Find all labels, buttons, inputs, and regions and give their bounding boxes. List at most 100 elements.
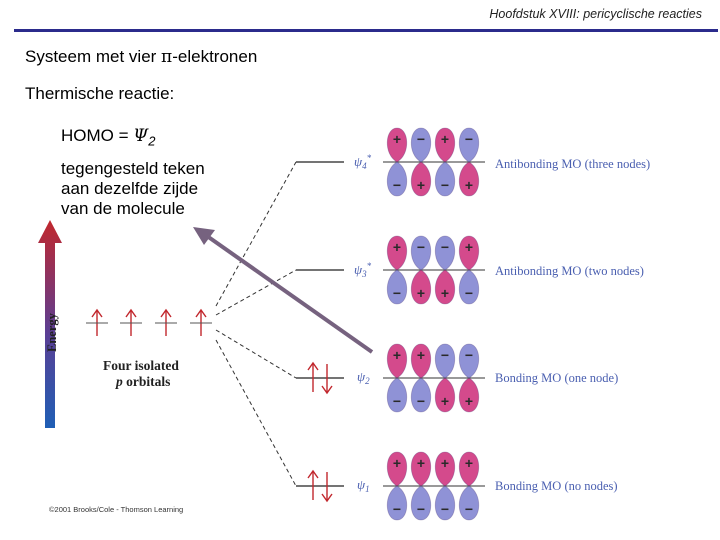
plus-sign: +: [441, 285, 449, 301]
orbital-lobe-bottom: [434, 161, 456, 197]
orbital-lobe-top: [410, 127, 432, 163]
electron-up-arrow: [86, 308, 108, 336]
dashed-line: [215, 269, 297, 316]
plus-sign: +: [465, 177, 473, 193]
dashed-line: [215, 161, 297, 307]
orbital-lobe-bottom: [458, 485, 480, 521]
orbital-lobe-top: [458, 451, 480, 487]
section-heading: Thermische reactie:: [25, 84, 175, 103]
subtitle-suffix: -elektronen: [172, 47, 258, 66]
plus-sign: +: [417, 285, 425, 301]
plus-sign: +: [465, 455, 473, 471]
minus-sign: −: [417, 501, 425, 517]
orbital-lobe-top: [410, 451, 432, 487]
orbital-lobe-top: [434, 343, 456, 379]
minus-sign: −: [441, 347, 449, 363]
minus-sign: −: [393, 393, 401, 409]
electron-up-arrow: [120, 308, 142, 336]
correlation-lines: [215, 161, 297, 487]
orbital-lobe-bottom: [410, 485, 432, 521]
orbital-lobe-top: [386, 235, 408, 271]
psi-label: ψ1: [357, 477, 370, 494]
electron-up-arrow: [307, 361, 319, 392]
isolated-electrons: [86, 308, 212, 336]
orbital-lobe-bottom: [410, 377, 432, 413]
isolated-label-line1: Four isolated: [103, 358, 179, 373]
plus-sign: +: [441, 455, 449, 471]
electron-down-arrow: [321, 472, 333, 503]
minus-sign: −: [465, 501, 473, 517]
note-line: van de molecule: [61, 199, 185, 218]
orbital-lobe-top: [386, 343, 408, 379]
plus-sign: +: [417, 455, 425, 471]
header-rule: [14, 29, 718, 32]
minus-sign: −: [465, 347, 473, 363]
pointer-arrow: [193, 227, 374, 354]
plus-sign: +: [465, 393, 473, 409]
plus-sign: +: [441, 131, 449, 147]
electron-up-arrow: [307, 469, 319, 500]
orbital-lobe-top: [458, 235, 480, 271]
minus-sign: −: [393, 501, 401, 517]
minus-sign: −: [417, 393, 425, 409]
minus-sign: −: [465, 285, 473, 301]
copyright: ©2001 Brooks/Cole - Thomson Learning: [49, 505, 183, 514]
paired-electrons: [307, 361, 333, 503]
orbital-lobe-bottom: [434, 377, 456, 413]
energy-arrow: [38, 220, 62, 428]
isolated-label-line2: p orbitals: [115, 374, 170, 389]
homo-prefix: HOMO =: [61, 126, 134, 145]
plus-sign: +: [441, 393, 449, 409]
orbital-lobe-top: [386, 451, 408, 487]
energy-levels: [296, 161, 344, 487]
header-title: Hoofdstuk XVIII: pericyclische reacties: [489, 7, 702, 21]
plus-sign: +: [393, 131, 401, 147]
minus-sign: −: [417, 239, 425, 255]
orbital-lobe-top: [410, 235, 432, 271]
slide-subtitle: Systeem met vier π-elektronen: [25, 47, 257, 67]
p-letter: p: [115, 374, 123, 389]
mo-label: Antibonding MO (three nodes): [495, 157, 650, 171]
orbital-lobe-bottom: [458, 377, 480, 413]
minus-sign: −: [441, 501, 449, 517]
minus-sign: −: [417, 131, 425, 147]
orbital-lobe-bottom: [386, 269, 408, 305]
orbital-lobe-top: [458, 127, 480, 163]
psi-label: ψ3*: [354, 261, 372, 279]
orbital-lobe-top: [434, 127, 456, 163]
electron-up-arrow: [155, 308, 177, 336]
orbital-lobe-bottom: [434, 269, 456, 305]
plus-sign: +: [393, 347, 401, 363]
psi-symbol: Ψ: [133, 126, 149, 146]
orbital-lobe-top: [458, 343, 480, 379]
orbital-lobe-bottom: [434, 485, 456, 521]
orbital-lobe-bottom: [386, 161, 408, 197]
pi-symbol: π: [161, 47, 173, 67]
mo-label: Antibonding MO (two nodes): [495, 264, 644, 278]
subtitle-prefix: Systeem met vier: [25, 47, 162, 66]
orbital-lobes: +−−++−−++−−+−++−+−+−−+−++−+−+−+−: [383, 127, 485, 521]
orbital-lobe-bottom: [410, 269, 432, 305]
minus-sign: −: [393, 285, 401, 301]
plus-sign: +: [417, 177, 425, 193]
orbital-lobe-bottom: [458, 269, 480, 305]
minus-sign: −: [465, 131, 473, 147]
note-line: aan dezelfde zijde: [61, 179, 199, 198]
orbital-lobe-top: [386, 127, 408, 163]
psi-subscript: 2: [148, 133, 156, 149]
orbital-lobe-bottom: [410, 161, 432, 197]
orbital-lobe-top: [410, 343, 432, 379]
energy-label: Energy: [45, 312, 59, 352]
mo-label: Bonding MO (one node): [495, 371, 618, 385]
note-line: tegengesteld teken: [61, 159, 205, 178]
homo-line: HOMO = Ψ2: [61, 126, 155, 151]
psi-label: ψ4*: [354, 153, 372, 171]
mo-label: Bonding MO (no nodes): [495, 479, 618, 493]
orbitals-word: orbitals: [123, 374, 171, 389]
orbital-lobe-bottom: [386, 485, 408, 521]
orbital-lobe-top: [434, 451, 456, 487]
minus-sign: −: [393, 177, 401, 193]
plus-sign: +: [417, 347, 425, 363]
orbital-lobe-bottom: [458, 161, 480, 197]
